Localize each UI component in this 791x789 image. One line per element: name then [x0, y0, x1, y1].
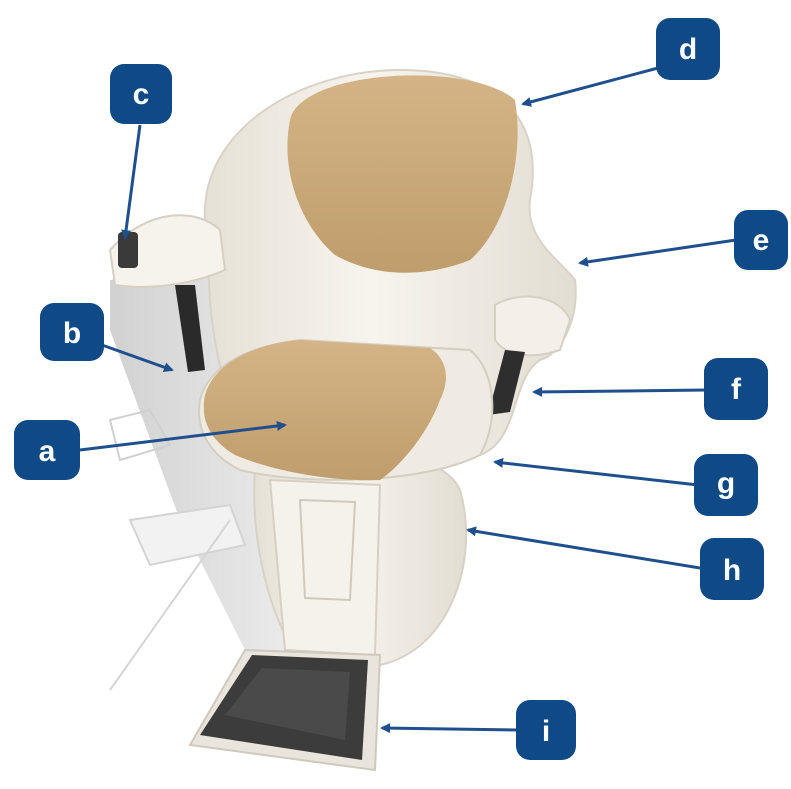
- label-badge-c: c: [110, 64, 172, 124]
- arrow-e: [578, 238, 737, 267]
- label-badge-h: h: [700, 538, 764, 600]
- seat-cushion: [203, 340, 446, 481]
- label-f-text: f: [731, 373, 742, 406]
- label-e-text: e: [753, 224, 770, 257]
- leader-arrows: [79, 66, 737, 734]
- label-badge-f: f: [704, 358, 768, 420]
- label-badge-d: d: [656, 18, 720, 80]
- arrow-d: [521, 66, 659, 107]
- arrow-i: [380, 723, 519, 734]
- arrow-h: [466, 526, 701, 570]
- label-i-text: i: [542, 715, 550, 748]
- arrow-f: [532, 386, 707, 397]
- label-badge-b: b: [40, 303, 104, 361]
- label-badge-g: g: [694, 454, 758, 516]
- footrest: [188, 648, 382, 772]
- label-badge-a: a: [14, 420, 80, 480]
- label-b-text: b: [63, 317, 81, 350]
- backrest-cushion: [287, 75, 518, 273]
- arrow-g: [493, 457, 699, 487]
- label-c-text: c: [133, 78, 150, 111]
- arrow-a: [79, 421, 287, 452]
- label-h-text: h: [723, 554, 741, 587]
- label-badge-i: i: [516, 700, 576, 760]
- carriage-housing: [253, 444, 468, 667]
- label-d-text: d: [679, 33, 697, 66]
- label-a-text: a: [39, 435, 56, 468]
- label-badge-e: e: [734, 210, 788, 270]
- arrow-c: [121, 124, 142, 240]
- label-g-text: g: [717, 467, 735, 500]
